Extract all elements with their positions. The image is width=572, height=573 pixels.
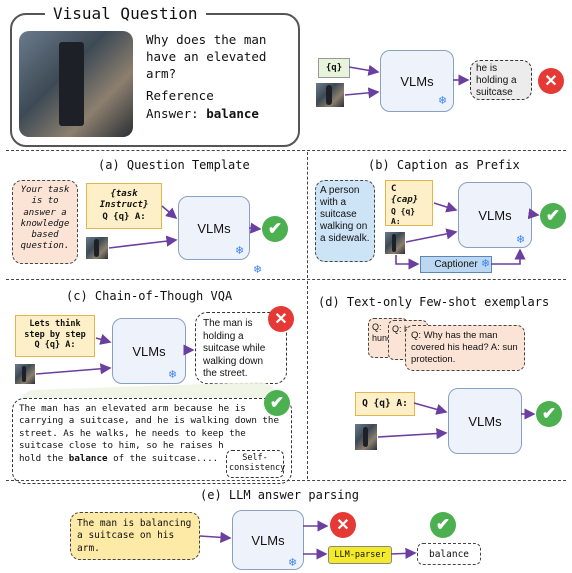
section-a-title: (a) Question Template xyxy=(98,158,250,172)
divider-middle xyxy=(6,279,566,280)
arrow xyxy=(35,363,112,375)
few-shot-prompt-box: Q {q} A: xyxy=(355,392,415,416)
check-icon: ✔ xyxy=(264,390,290,416)
question-text: Why does the man have an elevated arm? xyxy=(146,32,267,81)
arrow xyxy=(395,255,420,270)
q-token-box: {q} xyxy=(318,58,350,78)
divider-c-d xyxy=(307,281,308,479)
arrow xyxy=(405,228,458,243)
wrong-icon: ✕ xyxy=(330,512,356,538)
template-box-a: {task Instruct} Q {q} A: xyxy=(86,183,162,229)
arrow xyxy=(377,427,448,440)
arrow xyxy=(161,205,178,220)
check-icon: ✔ xyxy=(536,401,562,427)
vlm-box-c: VLMs xyxy=(112,318,186,384)
question-image xyxy=(19,31,133,137)
cot-prompt-box: Lets think step by step Q {q} A: xyxy=(15,315,95,357)
arrow xyxy=(348,64,380,76)
arrow xyxy=(491,248,526,265)
arrow xyxy=(95,333,112,345)
snowflake-icon: ❄ xyxy=(235,245,245,257)
reasoning-text-post: of the suitcase.... xyxy=(107,452,219,464)
llm-parser-box: LLM-parser xyxy=(328,546,392,564)
arrow xyxy=(199,531,232,543)
template-a-line2: Q {q} A: xyxy=(102,211,146,222)
template-b-line1: C xyxy=(391,184,397,194)
snowflake-icon: ❄ xyxy=(288,557,298,569)
check-icon: ✔ xyxy=(262,216,288,242)
vlm-box-d: VLMs xyxy=(448,388,522,454)
image-d xyxy=(355,424,377,450)
vlm-box-e: VLMs xyxy=(232,510,304,570)
image-b xyxy=(385,232,405,254)
reference-label: Reference xyxy=(146,88,214,103)
parsed-answer-box: balance xyxy=(417,543,481,565)
arrow xyxy=(248,222,262,234)
exemplar-card-front: Q: Why has the man covered his head? A: … xyxy=(405,325,525,371)
answer-label: Answer: xyxy=(146,106,199,121)
template-box-b: C {cap} Q {q} A: xyxy=(385,180,433,226)
arrow xyxy=(527,208,540,220)
reasoning-text-pre: The man has an elevated arm because he i… xyxy=(19,403,279,452)
reasoning-text-mid: hold the xyxy=(19,452,69,464)
divider-bottom xyxy=(6,480,566,481)
snowflake-icon: ❄ xyxy=(253,264,263,276)
arrow xyxy=(344,87,380,99)
template-a-line1: {task Instruct} xyxy=(99,189,149,211)
snowflake-icon: ❄ xyxy=(168,369,178,381)
self-consistency-box: Self-consistency xyxy=(226,450,285,478)
top-input-image xyxy=(316,83,344,107)
divider-top xyxy=(6,150,566,151)
reasoning-bold: balance xyxy=(68,452,108,464)
divider-a-b xyxy=(307,152,308,278)
check-icon: ✔ xyxy=(540,203,566,229)
wrong-icon: ✕ xyxy=(268,306,294,332)
image-a xyxy=(86,237,108,259)
section-e-title: (e) LLM answer parsing xyxy=(200,488,359,502)
wrong-icon: ✕ xyxy=(538,68,564,94)
top-vlm-box: VLMs xyxy=(380,50,454,112)
arrow xyxy=(413,402,448,415)
snowflake-icon: ❄ xyxy=(481,258,491,270)
section-d-title: (d) Text-only Few-shot exemplars xyxy=(318,295,550,309)
check-icon: ✔ xyxy=(430,512,456,538)
arrow xyxy=(108,235,178,249)
template-b-line3: Q {q} A: xyxy=(391,206,416,226)
answer-line: Answer: balance xyxy=(146,106,259,121)
vlm-box-a: VLMs xyxy=(178,196,250,260)
snowflake-icon: ❄ xyxy=(516,234,526,246)
section-c-title: (c) Chain-of-Though VQA xyxy=(66,289,233,303)
instruction-box: Your task is to answer a knowledge based… xyxy=(12,180,78,264)
arrow xyxy=(390,547,417,559)
llm-output-box: The man is balancing a suitcase on his a… xyxy=(70,512,200,560)
arrow xyxy=(433,201,458,213)
template-b-line2: {cap} xyxy=(391,195,419,206)
caption-box: A person with a suitcase walking on a si… xyxy=(315,180,375,262)
top-output-bubble: he is holding a suitcase xyxy=(470,60,532,100)
answer-value: balance xyxy=(206,106,259,121)
snowflake-icon: ❄ xyxy=(438,95,448,107)
visual-question-title: Visual Question xyxy=(45,4,206,23)
image-c xyxy=(15,364,35,384)
vlm-box-b: VLMs xyxy=(458,182,532,248)
section-b-title: (b) Caption as Prefix xyxy=(368,158,520,172)
